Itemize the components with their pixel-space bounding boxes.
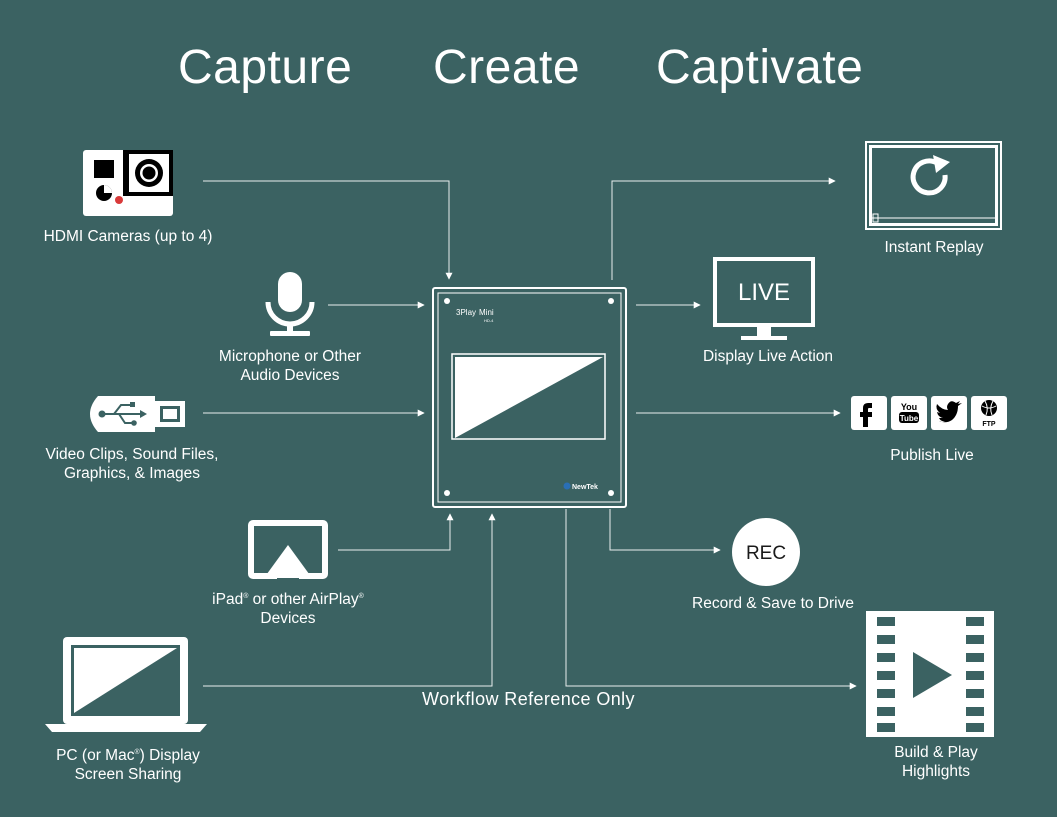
usb-drive-icon (90, 396, 185, 432)
svg-text:FTP: FTP (982, 421, 996, 428)
replay-screen-icon (865, 141, 1002, 230)
screw-icon (444, 298, 450, 304)
device-model-suffix: Mini (479, 308, 494, 317)
live-monitor-icon: LIVE (713, 257, 815, 340)
device-model-sub: HD-4 (484, 318, 494, 323)
label-airplay: iPad® or other AirPlay® Devices (212, 591, 364, 628)
film-strip-icon (866, 611, 994, 737)
device-screen (451, 353, 606, 440)
footnote-workflow-reference: Workflow Reference Only (400, 689, 657, 710)
header-create: Create (433, 41, 581, 94)
usb-symbol-icon (103, 404, 140, 424)
screen-light-icon (455, 357, 603, 438)
camera-icon (83, 150, 173, 216)
device-brand: NewTek (572, 484, 598, 491)
arrow-replay (611, 177, 836, 280)
connectors (203, 177, 857, 690)
newtek-logo-icon (563, 482, 571, 490)
label-pc-display: PC (or Mac®) Display Screen Sharing (56, 747, 200, 784)
screw-icon (608, 298, 614, 304)
arrow-highlights (565, 509, 857, 690)
live-screen-text: LIVE (738, 279, 790, 306)
label-record-save: Record & Save to Drive (692, 595, 854, 612)
label-highlights: Build & Play Highlights (894, 744, 978, 780)
label-media-files: Video Clips, Sound Files, Graphics, & Im… (45, 446, 219, 482)
arrow-hdmi (203, 180, 453, 280)
screw-icon (444, 490, 450, 496)
label-instant-replay: Instant Replay (884, 239, 984, 256)
arrow-rec (609, 509, 721, 554)
laptop-icon (45, 637, 207, 732)
film-perforations-icon (877, 617, 984, 732)
arrow-airplay (338, 513, 454, 551)
airplay-icon (248, 520, 328, 580)
label-publish-live: Publish Live (890, 447, 974, 464)
replay-arrow-icon (910, 158, 948, 196)
social-icons: You Tube FTP (851, 396, 1007, 430)
header-capture: Capture (178, 41, 353, 94)
label-hdmi-cameras: HDMI Cameras (up to 4) (43, 228, 213, 245)
play-icon (913, 652, 952, 698)
scrubber-handle-icon (872, 213, 879, 223)
svg-text:Tube: Tube (900, 414, 919, 423)
microphone-icon (265, 272, 315, 336)
header-captivate: Captivate (656, 41, 864, 94)
svg-text:You: You (901, 402, 917, 412)
label-microphone: Microphone or Other Audio Devices (218, 348, 362, 384)
rec-badge-text: REC (746, 543, 786, 564)
label-display-live: Display Live Action (702, 348, 834, 365)
screw-icon (608, 490, 614, 496)
arrow-pc (203, 513, 496, 687)
device-model: 3Play (456, 308, 476, 317)
camera-record-light-icon (115, 196, 123, 204)
record-badge-icon: REC (732, 518, 800, 586)
